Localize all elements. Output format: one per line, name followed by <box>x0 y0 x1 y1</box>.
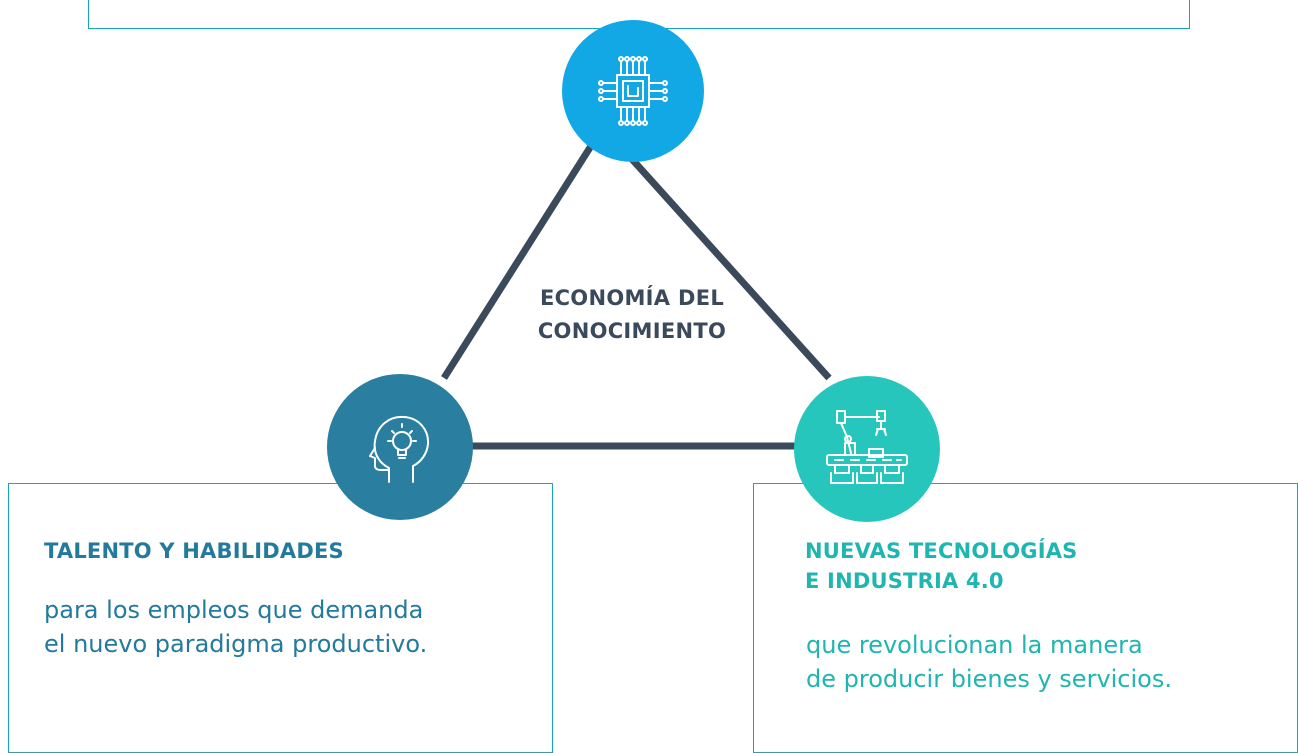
robotic-arm-conveyor-icon <box>826 410 908 484</box>
right-description-line-2: de producir bienes y servicios. <box>806 665 1172 693</box>
head-lightbulb-icon <box>369 415 430 483</box>
node-left <box>327 374 473 520</box>
right-heading: NUEVAS TECNOLOGÍAS E INDUSTRIA 4.0 <box>805 536 1078 596</box>
node-right <box>794 376 940 522</box>
left-description: para los empleos que demanda el nuevo pa… <box>44 593 427 661</box>
left-heading-line-1: TALENTO Y HABILIDADES <box>44 539 344 563</box>
right-heading-line-1: NUEVAS TECNOLOGÍAS <box>805 539 1078 563</box>
left-description-line-1: para los empleos que demanda <box>44 596 424 624</box>
left-description-line-2: el nuevo paradigma productivo. <box>44 630 428 658</box>
right-description-line-1: que revolucionan la manera <box>806 631 1143 659</box>
center-title: ECONOMÍA DEL CONOCIMIENTO <box>500 282 764 348</box>
left-heading: TALENTO Y HABILIDADES <box>44 536 344 566</box>
center-title-line-2: CONOCIMIENTO <box>537 319 727 343</box>
right-heading-line-2: E INDUSTRIA 4.0 <box>805 569 1004 593</box>
left-text-box <box>8 483 553 753</box>
right-description: que revolucionan la manera de producir b… <box>806 628 1172 696</box>
right-text-box <box>753 483 1298 753</box>
node-top <box>562 20 704 162</box>
center-title-line-1: ECONOMÍA DEL <box>539 286 725 310</box>
microchip-icon <box>598 56 668 126</box>
